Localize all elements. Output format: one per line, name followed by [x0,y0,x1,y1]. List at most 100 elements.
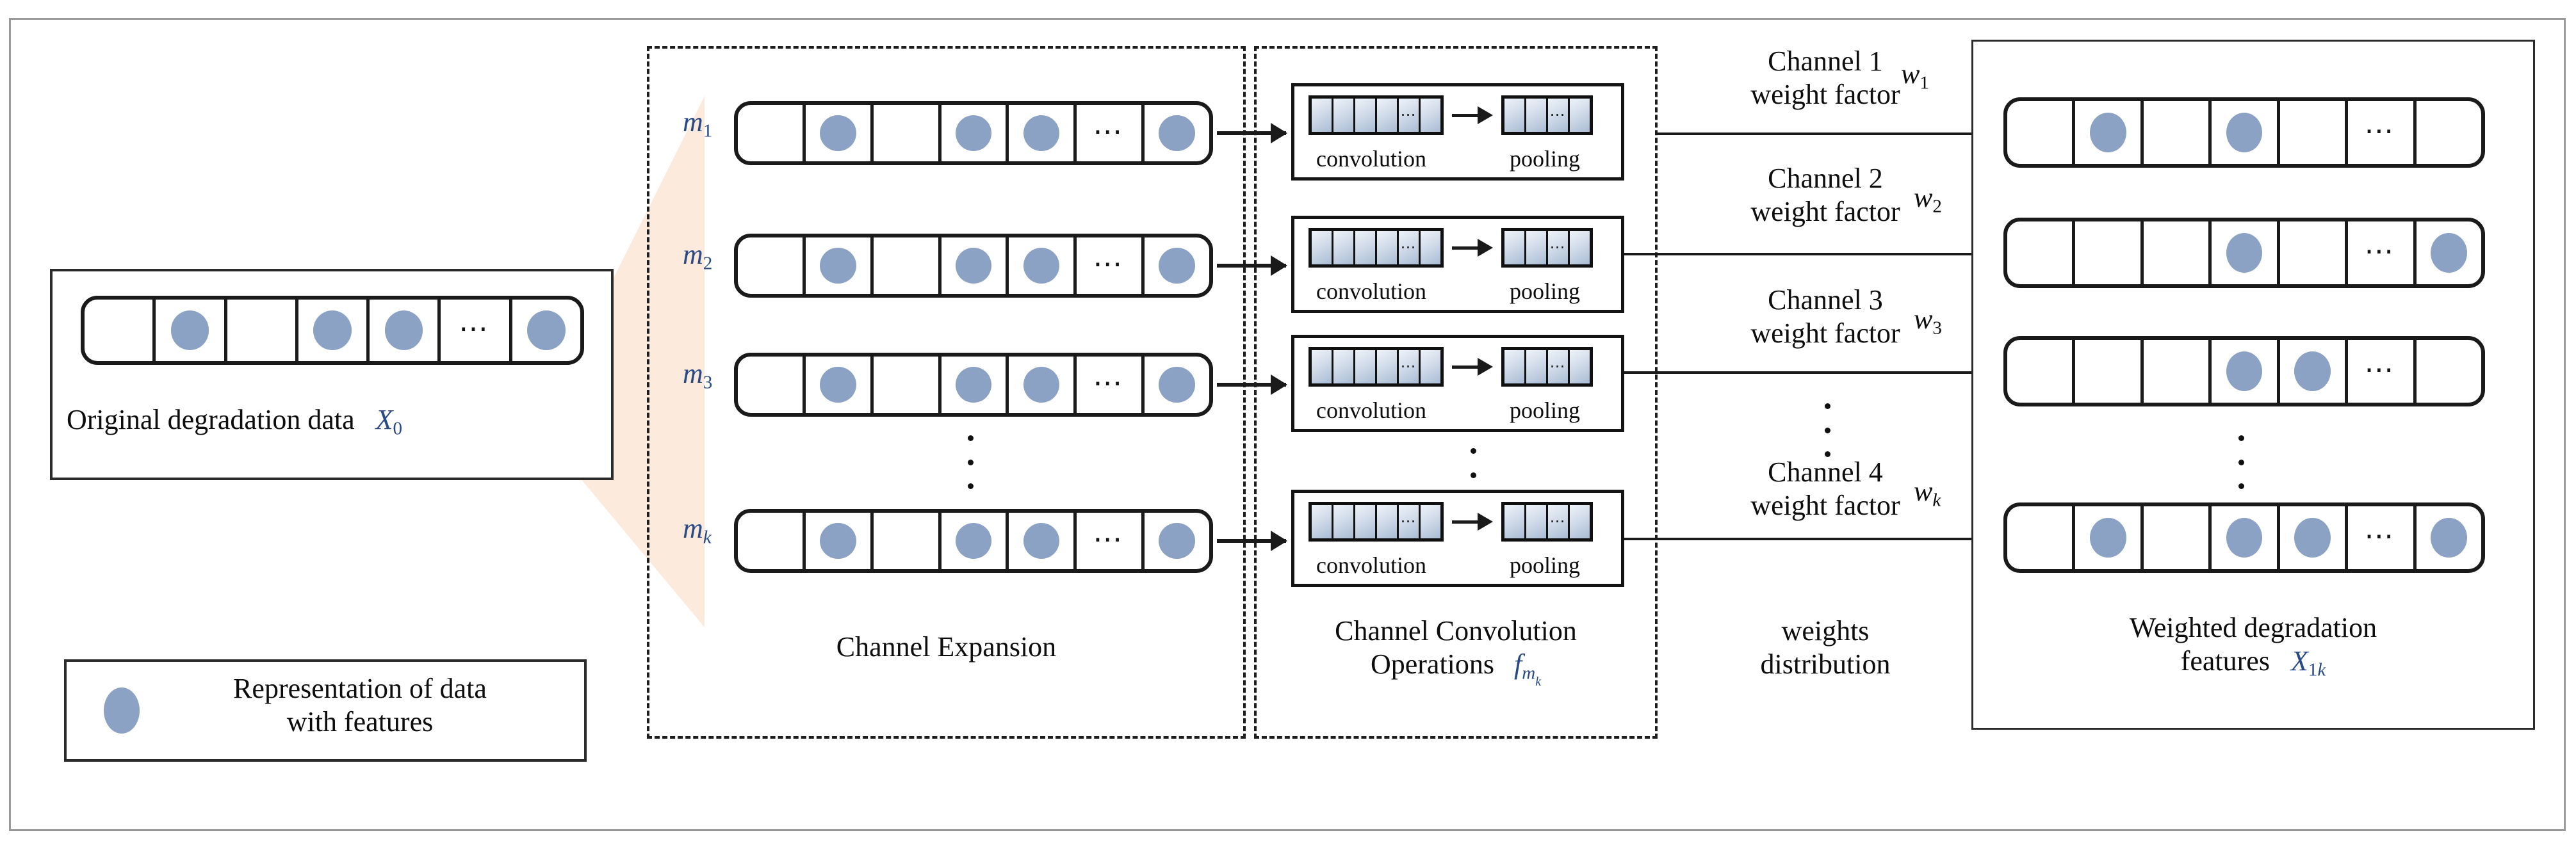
conv-pool-row: ⋯ ⋯ [1308,502,1593,542]
pool-cell [1570,99,1590,132]
pool-cell [1526,505,1546,538]
strip-cell [2007,101,2076,164]
feature-dot-icon [2226,112,2263,153]
weight-label-4: Channel 4 weight factor [1697,456,1953,522]
feature-dot-icon [1159,366,1195,403]
pool-cell: ⋯ [1548,231,1568,264]
convolution-bar: ⋯ [1308,228,1444,268]
channel-convolution-region [1254,46,1658,739]
pool-cell [1504,505,1524,538]
pool-cell [1504,350,1524,383]
strip-cell: ⋯ [1077,237,1145,294]
feature-dot-icon [1023,366,1060,403]
conv-pool-block-1: ⋯ ⋯ convolution pooling [1291,83,1624,181]
feature-dot-icon [2294,351,2331,392]
strip-cell [2212,101,2280,164]
conv-cell [1312,505,1332,538]
channel-expansion-vertical-ellipsis-icon [967,435,974,489]
weights-vertical-ellipsis-icon [1824,403,1830,457]
legend-line-2: with features [286,705,434,737]
weight-arrow-4 [1624,538,2034,540]
pool-cell [1526,99,1546,132]
pooling-label: pooling [1510,552,1581,578]
strip-cell [2144,340,2212,403]
convolution-bar: ⋯ [1308,95,1444,135]
weights-caption-line-1: weights [1781,615,1870,647]
strip-cell [2075,221,2144,284]
channel-expansion-region [647,46,1246,739]
strip-cell [2007,221,2076,284]
legend-panel [64,659,587,762]
weight-label-2: Channel 2 weight factor [1697,162,1953,229]
weight-label-2-line2: weight factor [1750,195,1900,227]
convolution-bar: ⋯ [1308,502,1444,542]
weight-arrow-1 [1656,133,2034,135]
conv-to-pool-arrow-icon [1452,513,1493,531]
legend-line-1: Representation of data [233,673,487,704]
strip-cell [942,105,1009,161]
conv-cell [1377,505,1397,538]
conv-cell: ⋯ [1399,231,1419,264]
strip-cell [874,237,942,294]
strip-cell [2212,340,2280,403]
strip-cell [2144,101,2212,164]
strip-cell [806,105,874,161]
conv-cell [1421,99,1440,132]
strip-cell: ⋯ [1077,105,1145,161]
feature-dot-icon [1159,522,1195,559]
feature-dot-icon [955,522,992,559]
weight-arrow-3 [1624,371,2034,374]
pool-cell [1504,99,1524,132]
strip-cell [1145,513,1209,569]
weight-arrow-2 [1624,253,2034,255]
conv-cell [1355,505,1375,538]
input-caption-text: Original degradation data [67,404,355,435]
feature-dot-icon [384,310,423,350]
strip-cell [942,237,1009,294]
expansion-to-conv-arrow-4 [1217,531,1287,551]
channel-row-label-m3: m3 [683,358,713,393]
channel-row-label-mk: mk [683,513,712,548]
feature-dot-icon [820,366,856,403]
feature-dot-icon [2430,232,2467,273]
legend-caption: Representation of data with features [168,672,552,739]
weight-label-3: Channel 3 weight factor [1697,284,1953,350]
conv-cell [1355,231,1375,264]
pool-cell [1504,231,1524,264]
pool-cell [1526,350,1546,383]
pool-cell: ⋯ [1548,99,1568,132]
strip-cell [806,237,874,294]
conv-cell [1312,231,1332,264]
pooling-bar: ⋯ [1501,502,1593,542]
conv-cell [1377,350,1397,383]
channel-row-label-m1: m1 [683,106,713,141]
weight-label-4-line1: Channel 4 [1768,456,1883,488]
feature-dot-icon [820,247,856,284]
conv-cell [1333,505,1353,538]
weight-label-1-line1: Channel 1 [1768,45,1883,77]
output-strip-4: ⋯ [2003,502,2485,573]
strip-cell [1009,237,1077,294]
feature-dot-icon [2294,517,2331,558]
conv-cell: ⋯ [1399,505,1419,538]
strip-cell [874,513,942,569]
conv-cell: ⋯ [1399,99,1419,132]
feature-dot-icon [1159,115,1195,152]
input-caption-symbol: X0 [375,404,403,439]
channel-expansion-strip-4: ⋯ [734,509,1213,573]
strip-cell [2417,506,2481,569]
feature-dot-icon [1159,247,1195,284]
feature-dot-icon [2226,232,2263,273]
conv-pool-block-4: ⋯ ⋯ convolution pooling [1291,490,1624,587]
channel-expansion-caption: Channel Expansion [836,631,1057,663]
input-data-strip: ⋯ [81,296,584,365]
conv-cell [1312,99,1332,132]
output-strip-2: ⋯ [2003,218,2485,288]
feature-dot-icon [527,310,566,350]
convolution-label: convolution [1316,278,1426,304]
feature-dot-icon [2226,351,2263,392]
pooling-label: pooling [1510,146,1581,172]
conv-pool-block-2: ⋯ ⋯ convolution pooling [1291,216,1624,313]
strip-cell [1009,513,1077,569]
strip-cell: ⋯ [1077,357,1145,413]
